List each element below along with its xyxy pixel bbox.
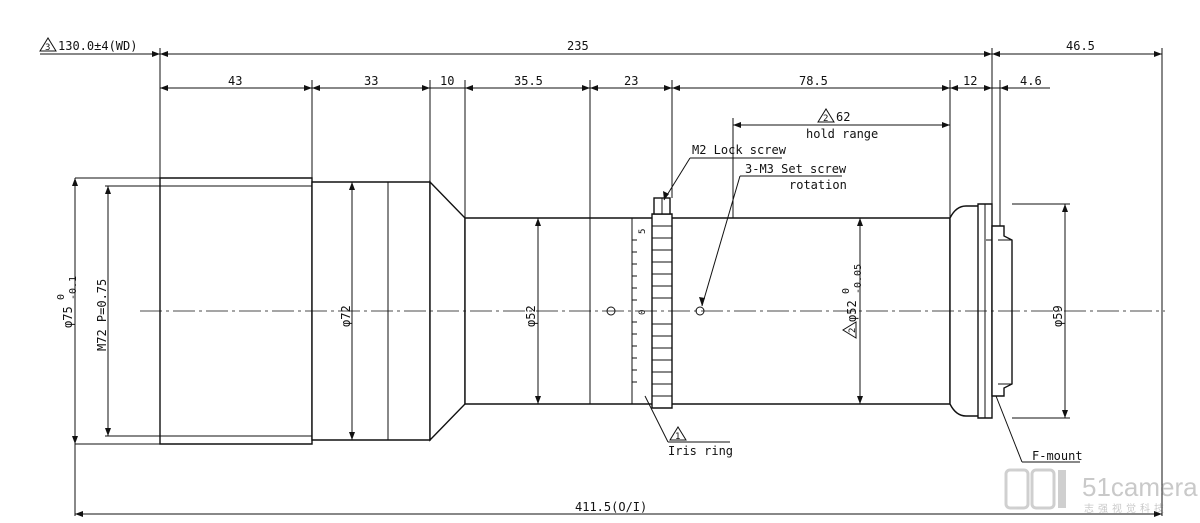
iris-scale-ticks [632,239,637,383]
watermark-brand: 51camera [1082,472,1198,502]
watermark-logo: 51camera 志强视觉科技 [1004,468,1198,515]
set-screw-label: 3-M3 Set screw [745,162,847,176]
d52b-tol-upper: 0 [841,288,852,294]
total-length-dim: 411.5(O/I) [575,500,647,514]
seg-dim-7: 12 [963,74,977,88]
iris-ring-label: Iris ring [668,444,733,458]
iris-scale-zero: 0 [638,310,648,315]
svg-text:3: 3 [45,43,50,53]
d52b-label: φ52 [845,300,859,322]
overall-length-dim: 235 [567,39,589,53]
seg-dim-1: 43 [228,74,242,88]
seg-dim-3: 10 [440,74,454,88]
arrowheads [72,51,1162,517]
lock-screw-label: M2 Lock screw [692,143,787,157]
d52b-tol-lower: -0.05 [853,264,864,294]
watermark-sub: 志强视觉科技 [1084,502,1168,515]
hold-range-value: 62 [836,110,850,124]
seg-dim-2: 33 [364,74,378,88]
warning-triangle-wd: 3 [39,37,57,53]
iris-ring-grooves [652,225,672,397]
d52-label: φ52 [524,305,538,327]
d72-label: φ72 [339,305,353,327]
f-mount-label: F-mount [1032,449,1083,463]
d75-tol-upper: 0 [56,294,67,300]
seg-dim-5: 23 [624,74,638,88]
iris-scale-top: 5 [638,229,648,234]
seg-dim-8: 4.6 [1020,74,1042,88]
svg-text:2: 2 [848,328,858,333]
warning-triangle-hold: 2 [817,108,835,124]
warning-triangle-d52: 2 [842,321,858,339]
d59-label: φ59 [1051,305,1065,327]
rotation-label: rotation [789,178,847,192]
hold-range-label: hold range [806,127,878,141]
svg-text:2: 2 [823,114,828,124]
warning-triangle-iris: 1 [669,426,687,442]
svg-text:1: 1 [675,432,680,442]
m72-thread-label: M72 P=0.75 [95,279,109,351]
seg-dim-6: 78.5 [799,74,828,88]
leader-lines [644,157,1080,463]
seg-dim-4: 35.5 [514,74,543,88]
flange-distance-dim: 46.5 [1066,39,1095,53]
d75-label: φ75 [61,306,75,328]
d75-tol-lower: -0.1 [68,276,79,300]
wd-dimension: 130.0±4(WD) [58,39,137,53]
